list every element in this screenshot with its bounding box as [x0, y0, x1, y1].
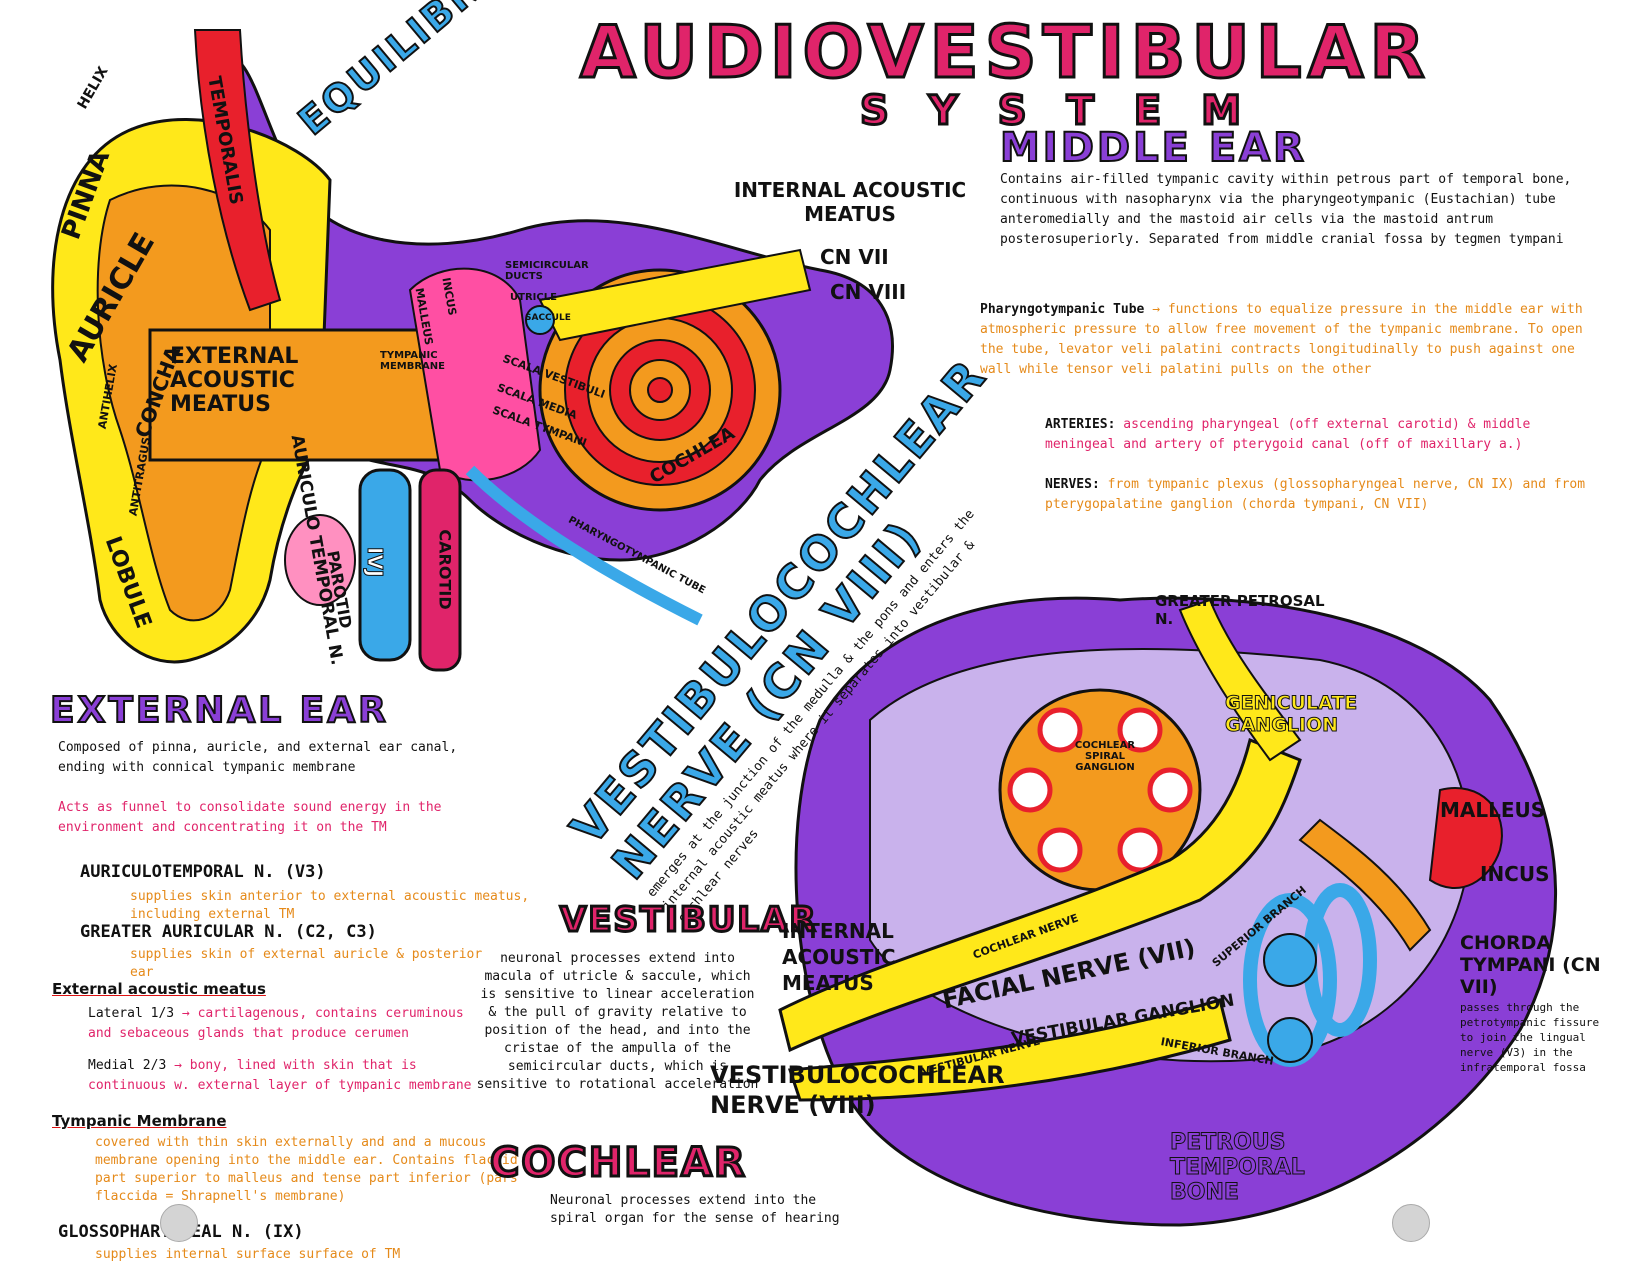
greater-petrosal-shape [1178, 598, 1302, 762]
label-internal-acoustic-meatus: INTERNAL ACOUSTIC MEATUS [733, 178, 967, 226]
lateral-text: cartilagenous, contains ceruminous and s… [88, 1006, 464, 1041]
external-ear-function: Acts as funnel to consolidate sound ener… [58, 800, 442, 835]
tm-section-label: Tympanic Membrane [52, 1112, 227, 1130]
middle-ear-shape [408, 267, 542, 482]
middle-ear-heading: MIDDLE EAR [999, 124, 1307, 172]
vestibular-text: neuronal processes extend into macula of… [476, 951, 759, 1092]
main-title: AUDIOVESTIBULAR [579, 9, 1431, 96]
middle-ear-tube: Pharyngotympanic Tube → functions to equ… [980, 302, 1583, 377]
medial-row: Medial 2/3 → bony, lined with skin that … [88, 1058, 472, 1093]
n3-text: supplies internal surface surface of TM [95, 1247, 401, 1262]
binder-hole-left [160, 1204, 198, 1242]
chorda-text: passes through the petrotympanic fissure… [1460, 1001, 1600, 1074]
tube-text: functions to equalize pressure in the mi… [980, 302, 1583, 377]
label-chorda: CHORDA TYMPANI (CN VII) [1460, 932, 1601, 998]
label-utricle: UTRICLE [510, 292, 557, 303]
label-spiral-ganglion: COCHLEAR SPIRAL GANGLION [1074, 740, 1136, 773]
eam-section-label: External acoustic meatus [52, 980, 266, 998]
label-ivj: IVJ [363, 546, 388, 578]
label-inner-internal-acoustic: INTERNAL ACOUSTIC MEATUS [782, 919, 896, 995]
middle-ear-body: Contains air-filled tympanic cavity with… [1000, 172, 1572, 247]
tube-shape [465, 465, 703, 626]
vestibular-heading: VESTIBULAR [559, 899, 818, 942]
label-cn7: CN VII [820, 245, 889, 269]
external-ear-heading: EXTERNAL EAR [49, 689, 389, 732]
tube-label: Pharyngotympanic Tube [980, 302, 1145, 317]
label-geniculate: GENICULATE GANGLION [1225, 692, 1358, 737]
cochlear-text: Neuronal processes extend into the spira… [550, 1193, 840, 1226]
label-semicircular: SEMICIRCULAR DUCTS [505, 260, 589, 282]
lateral-label: Lateral 1/3 [88, 1006, 175, 1021]
vc-nerve-shape [787, 998, 1232, 1102]
n2-text: supplies skin of external auricle & post… [130, 947, 483, 980]
lateral-row: Lateral 1/3 → cartilagenous, contains ce… [88, 1006, 464, 1041]
inner-cochlea [998, 688, 1202, 892]
tm-text: covered with thin skin externally and an… [95, 1135, 518, 1204]
cochlear-heading: COCHLEAR [489, 1139, 747, 1188]
label-inner-vc-nerve: VESTIBULOCOCHLEAR NERVE (VIII) [710, 1061, 1005, 1119]
sub-title: SYSTEM [859, 87, 1281, 136]
n1-label: AURICULOTEMPORAL N. (V3) [80, 862, 326, 882]
middle-ear-nerves: NERVES: from tympanic plexus (glossophar… [1045, 475, 1605, 515]
nerves-text: from tympanic plexus (glossopharyngeal n… [1045, 477, 1586, 512]
label-cn8: CN VIII [830, 280, 907, 304]
label-greater-petrosal: GREATER PETROSAL N. [1155, 592, 1325, 628]
label-inner-malleus: MALLEUS [1440, 798, 1546, 822]
label-petrous: PETROUS TEMPORAL BONE [1170, 1130, 1306, 1206]
binder-hole-right [1392, 1204, 1430, 1242]
middle-ear-arteries: ARTERIES: ascending pharyngeal (off exte… [1045, 415, 1605, 455]
medial-text: bony, lined with skin that is continuous… [88, 1058, 472, 1093]
external-ear-body: Composed of pinna, auricle, and external… [58, 740, 458, 775]
temporalis-shape [193, 29, 282, 312]
arteries-text: ascending pharyngeal (off external carot… [1045, 417, 1531, 452]
label-eam: EXTERNAL ACOUSTIC MEATUS [170, 344, 299, 417]
arteries-label: ARTERIES: [1045, 417, 1116, 432]
malleus-shape [1428, 787, 1503, 890]
label-inner-incus: INCUS [1480, 862, 1550, 886]
medial-label: Medial 2/3 [88, 1058, 167, 1073]
label-saccule: SACCULE [525, 313, 571, 323]
n1-text: supplies skin anterior to external acous… [130, 889, 530, 922]
n2-label: GREATER AURICULAR N. (C2, C3) [80, 922, 377, 942]
nerves-label: NERVES: [1045, 477, 1100, 492]
label-carotid: CAROTID [435, 529, 455, 610]
label-tympanic-membrane: TYMPANIC MEMBRANE [380, 350, 445, 372]
chorda-shape [1298, 818, 1432, 952]
